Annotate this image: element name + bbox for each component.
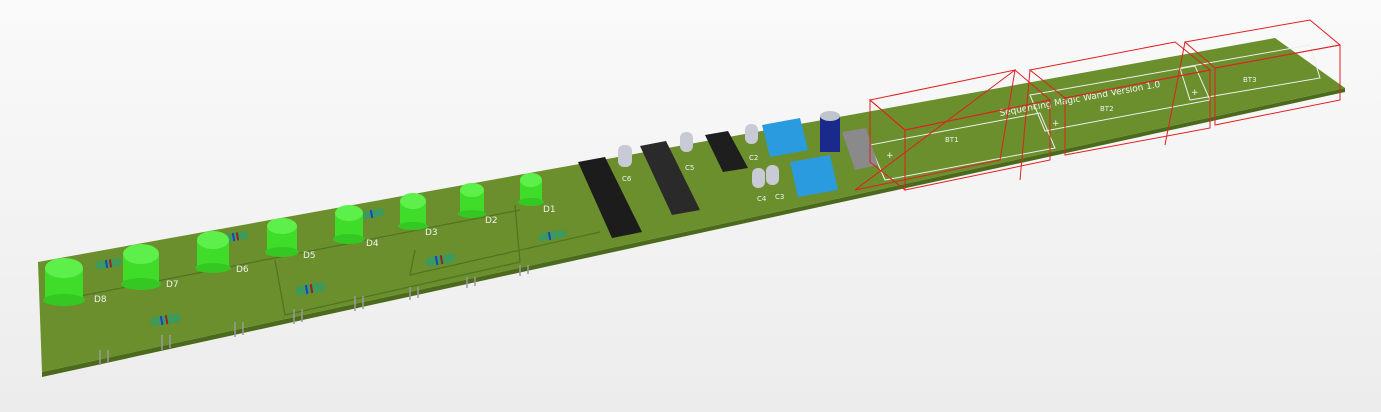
electrolytic-capacitor [820,111,840,152]
label-d7: D7 [166,280,179,290]
led-d8[interactable] [43,258,85,306]
led-d3[interactable] [398,193,428,230]
capacitors [618,124,779,188]
polarity-bt2: + [1052,119,1060,129]
trimmer-2[interactable] [790,155,838,197]
led-d1[interactable] [518,173,544,206]
led-d7[interactable] [121,244,161,290]
label-c4: C4 [757,195,767,203]
label-c3: C3 [775,193,784,201]
led-d2[interactable] [458,183,486,218]
label-bt3: BT3 [1243,76,1257,84]
polarity-bt3: + [1191,88,1199,98]
ic-small[interactable] [705,131,748,172]
pins [99,265,529,365]
power-switch[interactable] [842,128,878,170]
led-d4[interactable] [333,205,365,244]
label-c6: C6 [622,175,632,183]
resistors [95,208,567,327]
trimmer-1[interactable] [762,118,808,157]
polarity-bt1: + [886,151,894,161]
pcb-edge [42,88,1345,377]
label-d5: D5 [303,251,316,261]
label-bt2: BT2 [1100,105,1114,113]
battery-wireframes [854,19,1342,192]
ic-medium[interactable] [640,141,700,215]
label-c2: C2 [749,154,758,162]
led-d6[interactable] [195,231,231,273]
label-c5: C5 [685,164,694,172]
label-d4: D4 [366,239,379,249]
ic-large[interactable] [578,157,642,238]
label-d1: D1 [543,205,556,215]
label-d2: D2 [485,216,498,226]
label-bt1: BT1 [945,136,959,144]
label-d6: D6 [236,265,249,275]
label-d3: D3 [425,228,438,238]
led-d5[interactable] [265,218,299,257]
label-d8: D8 [94,295,107,305]
